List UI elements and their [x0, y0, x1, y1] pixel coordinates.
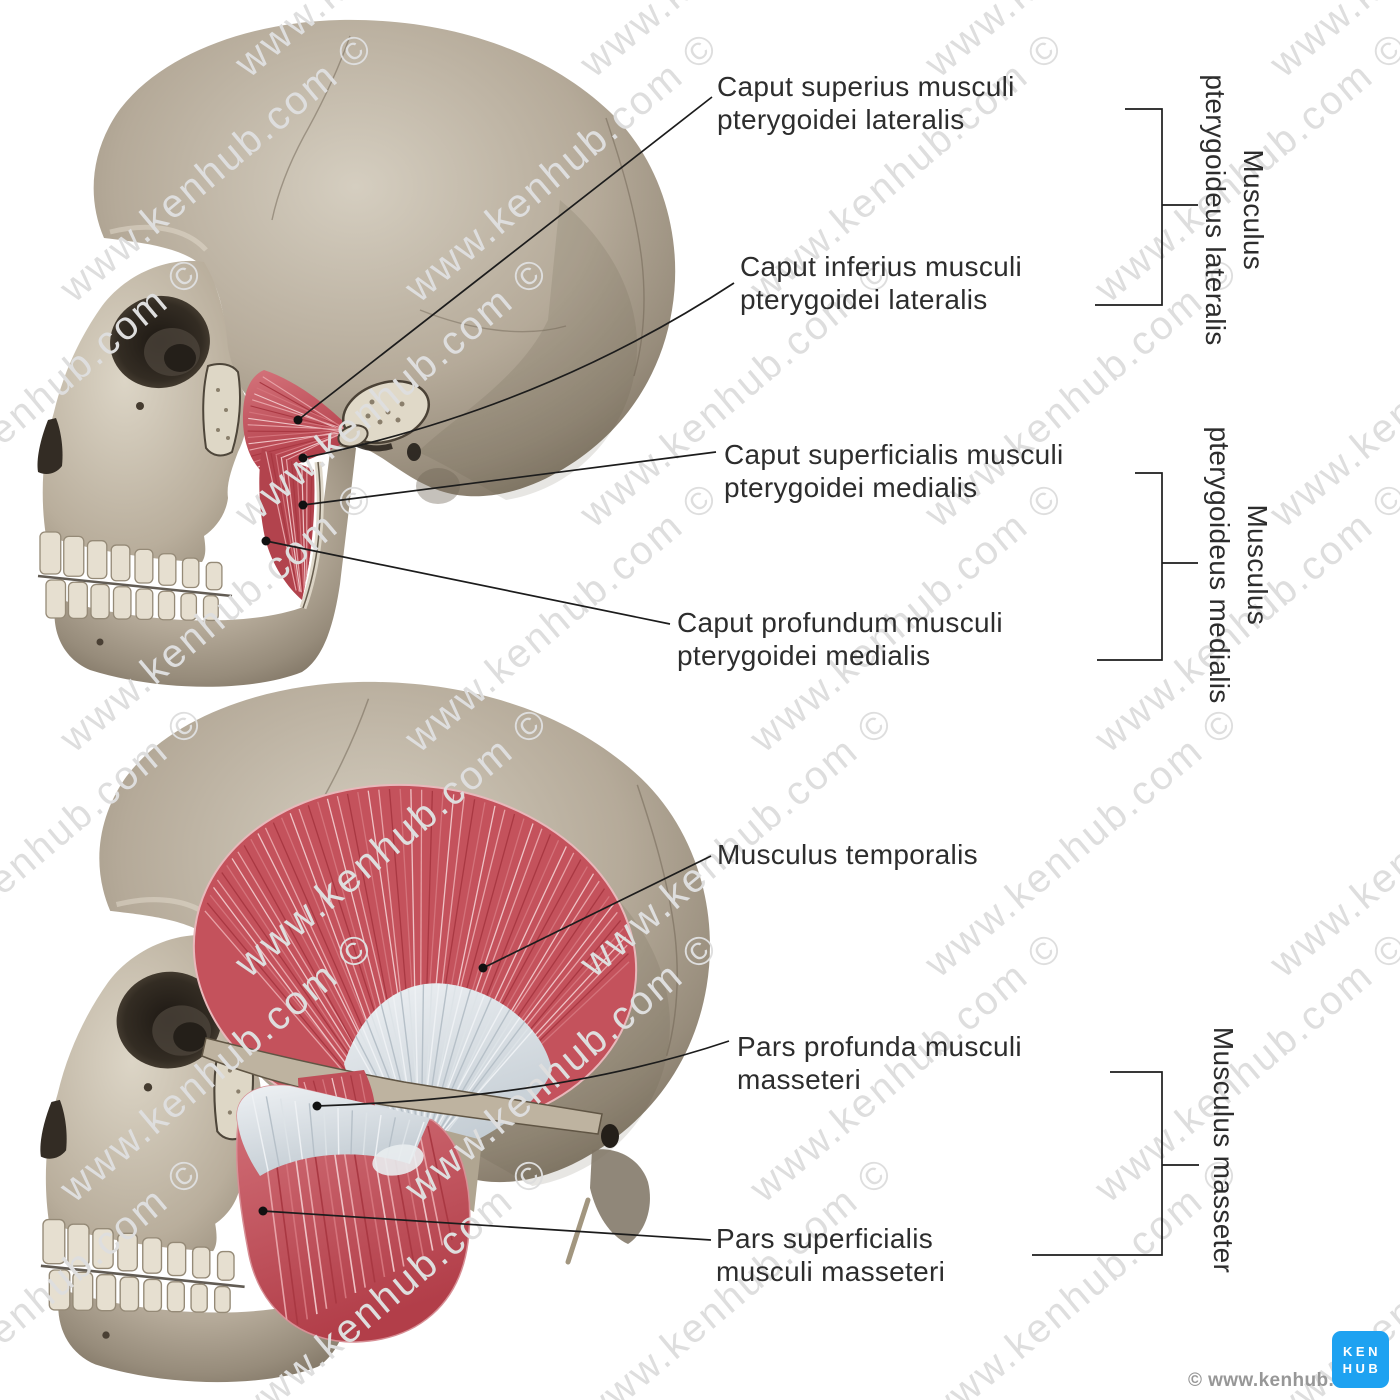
- leader-caput-superius: [297, 96, 713, 421]
- leader-temporalis: [482, 855, 712, 969]
- leader-caput-superficialis: [302, 451, 717, 506]
- bracket-pterygoideus-lateralis: [1095, 108, 1163, 306]
- leader-caput-profundum: [265, 540, 671, 625]
- bracket-masseter: [1032, 1071, 1163, 1256]
- dot-caput-superficialis: [298, 500, 308, 510]
- label-caput-superficialis: Caput superficialis musculi pterygoidei …: [724, 439, 1064, 503]
- pterygoid-muscles: [242, 370, 460, 610]
- logo-text-ken: KEN: [1343, 1343, 1381, 1359]
- label-temporalis: Musculus temporalis: [717, 839, 978, 870]
- ear-canal-top: [407, 443, 421, 461]
- leader-pars-profunda: [316, 1040, 730, 1107]
- dot-pars-superficialis: [258, 1206, 268, 1216]
- leader-caput-inferius: [302, 282, 735, 459]
- bracket-pterygoideus-medialis: [1097, 472, 1163, 661]
- dot-caput-profundum: [261, 536, 271, 546]
- label-musculus-pterygoideus-lateralis: Musculus pterygoideus lateralis: [1200, 74, 1269, 346]
- leader-pars-superficialis: [262, 1210, 712, 1241]
- copyright-text: © www.kenhub.com: [1188, 1370, 1375, 1391]
- dot-caput-inferius: [298, 453, 308, 463]
- ear-canal-bottom: [601, 1124, 619, 1148]
- label-pars-profunda: Pars profunda musculi masseteri: [737, 1031, 1022, 1095]
- dot-caput-superius: [293, 415, 303, 425]
- label-caput-inferius: Caput inferius musculi pterygoidei later…: [740, 251, 1023, 315]
- dot-pars-profunda: [312, 1101, 322, 1111]
- label-caput-superius: Caput superius musculi pterygoidei later…: [717, 71, 1015, 135]
- label-pars-superficialis: Pars superficialis musculi masseteri: [716, 1223, 946, 1287]
- label-caput-profundum: Caput profundum musculi pterygoidei medi…: [677, 607, 1003, 671]
- dot-temporalis: [478, 963, 488, 973]
- temporalis-masseter-muscles: [192, 783, 650, 1343]
- logo-text-hub: HUB: [1342, 1360, 1382, 1376]
- label-musculus-pterygoideus-medialis: Musculus pterygoideus medialis: [1204, 426, 1273, 704]
- kenhub-logo: KEN HUB: [1332, 1331, 1389, 1388]
- label-musculus-masseter: Musculus masseter: [1208, 1026, 1239, 1274]
